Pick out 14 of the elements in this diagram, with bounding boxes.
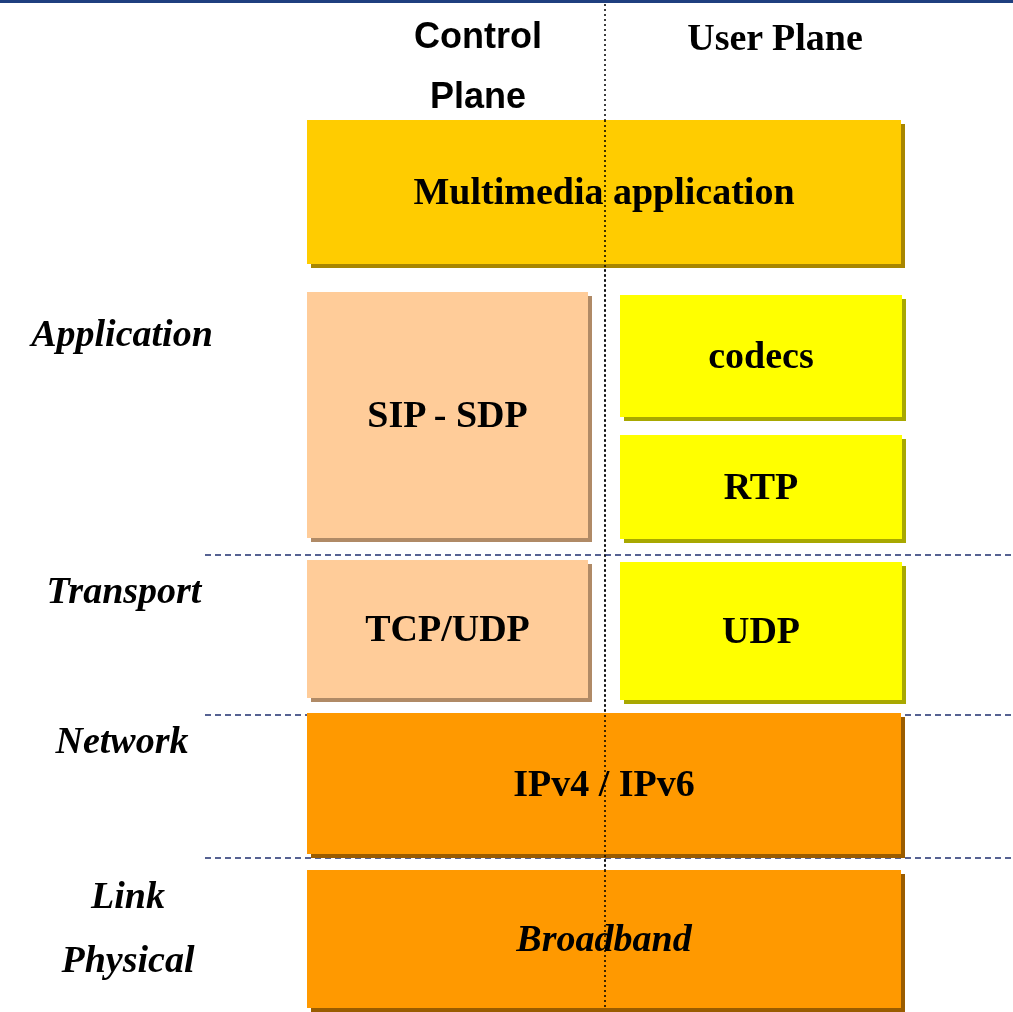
box-label: UDP: [721, 608, 801, 654]
box-label: RTP: [723, 464, 799, 510]
box-label: TCP/UDP: [365, 606, 530, 652]
box-label: codecs: [708, 333, 814, 379]
box-label: SIP - SDP: [367, 392, 528, 438]
box-label: IPv4 / IPv6: [513, 760, 695, 806]
column-heading: Control Plane: [413, 14, 543, 118]
layer-label: Link Physical: [60, 873, 196, 982]
layer-label: Transport: [45, 568, 204, 613]
layer-label: Application: [28, 311, 214, 356]
column-heading: User Plane: [686, 15, 864, 60]
box-label: Multimedia application: [413, 169, 795, 215]
layer-label: Network: [54, 718, 190, 763]
box-label: Broadband: [516, 916, 692, 962]
